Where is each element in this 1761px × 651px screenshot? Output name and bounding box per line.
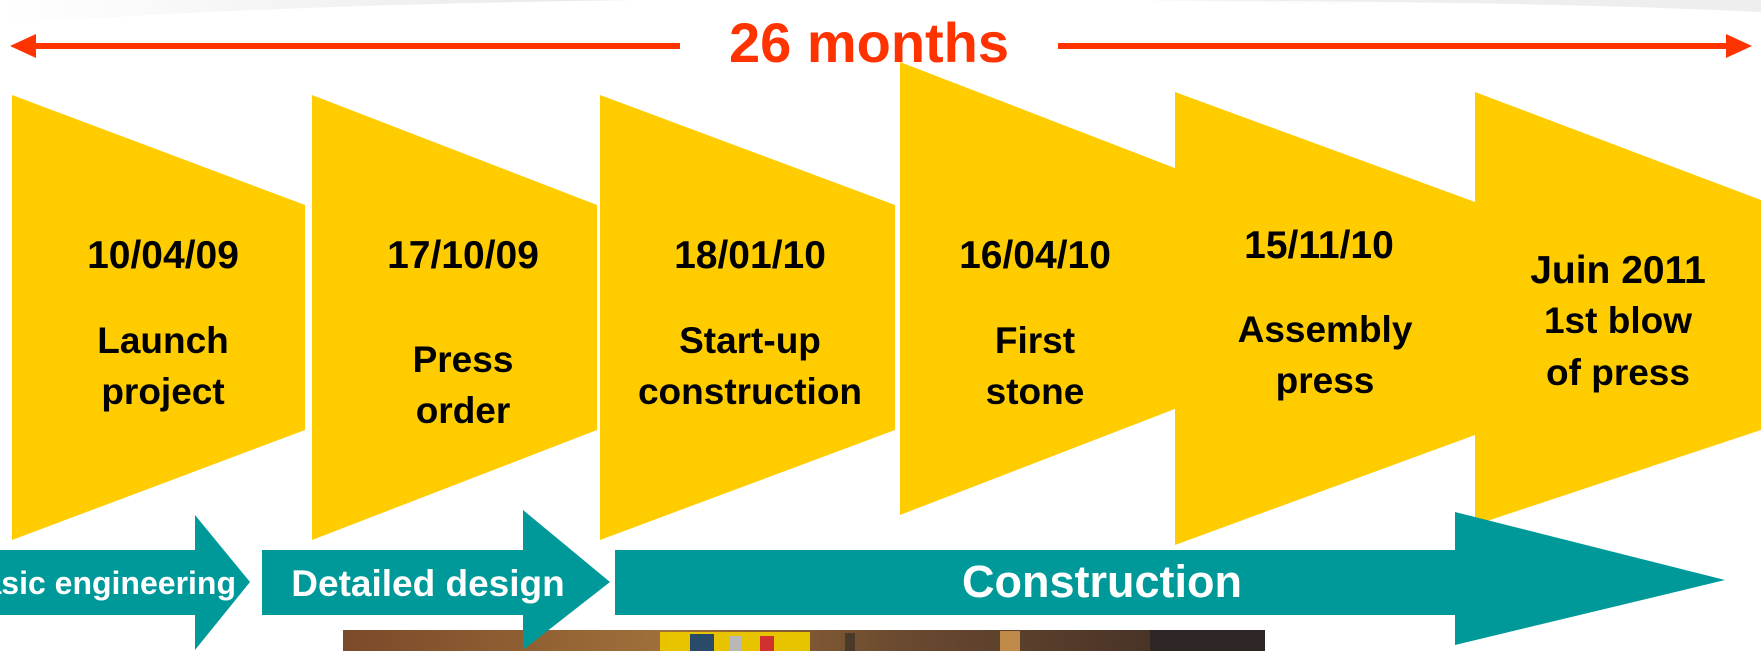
milestone-3: 18/01/10 Start-up construction [638, 234, 862, 412]
milestone-date: 15/11/10 [1244, 224, 1394, 267]
milestone-chevron-5 [1175, 92, 1475, 545]
milestone-chevron-4 [900, 62, 1185, 515]
phase-arrow-detailed-design [262, 510, 610, 650]
duration-arrow: 26 months [10, 11, 1752, 74]
milestone-chevron-1 [12, 95, 305, 540]
phase-arrows [0, 510, 1725, 650]
milestone-label-line-2: of press [1546, 352, 1690, 393]
phase-label-construction: Construction [962, 556, 1242, 607]
milestone-label-line-2: order [416, 390, 511, 431]
milestone-date: 10/04/09 [87, 234, 239, 277]
phase-label-detailed-design: Detailed design [291, 563, 564, 604]
milestone-label-line-1: Assembly [1238, 309, 1413, 350]
duration-arrowhead-left [10, 34, 36, 58]
duration-arrowhead-right [1726, 34, 1752, 58]
milestone-label-line-2: press [1276, 360, 1375, 401]
milestone-label-line-1: 1st blow [1544, 300, 1692, 341]
milestone-chevrons [12, 62, 1761, 545]
milestone-5: 15/11/10 Assembly press [1238, 224, 1413, 401]
milestone-1: 10/04/09 Launch project [87, 234, 239, 412]
milestone-date: 16/04/10 [959, 234, 1111, 277]
phase-arrow-basic-engineering [0, 515, 250, 650]
milestone-date: 18/01/10 [674, 234, 826, 277]
milestone-chevron-3 [600, 95, 895, 540]
header-swoosh [0, 0, 1400, 25]
milestone-label-line-1: Press [413, 339, 514, 380]
phase-label-basic-engineering: Basic engineering [0, 565, 236, 601]
milestone-2: 17/10/09 Press order [387, 234, 539, 431]
milestone-label-line-1: First [995, 320, 1075, 361]
construction-photo [343, 630, 1265, 651]
milestone-label-line-1: Start-up [679, 320, 821, 361]
milestone-label-line-1: Launch [97, 320, 229, 361]
milestone-label-line-2: construction [638, 371, 862, 412]
duration-label: 26 months [729, 11, 1009, 74]
milestone-chevron-6 [1475, 92, 1761, 525]
milestone-label-line-2: project [101, 371, 224, 412]
milestone-6: Juin 2011 1st blow of press [1530, 249, 1706, 393]
milestone-4: 16/04/10 First stone [959, 234, 1111, 412]
milestone-chevron-2 [312, 95, 597, 540]
header-swoosh-right [1180, 0, 1761, 12]
milestone-date: Juin 2011 [1530, 249, 1706, 292]
milestone-label-line-2: stone [986, 371, 1085, 412]
milestone-date: 17/10/09 [387, 234, 539, 277]
phase-arrow-construction [615, 512, 1725, 645]
